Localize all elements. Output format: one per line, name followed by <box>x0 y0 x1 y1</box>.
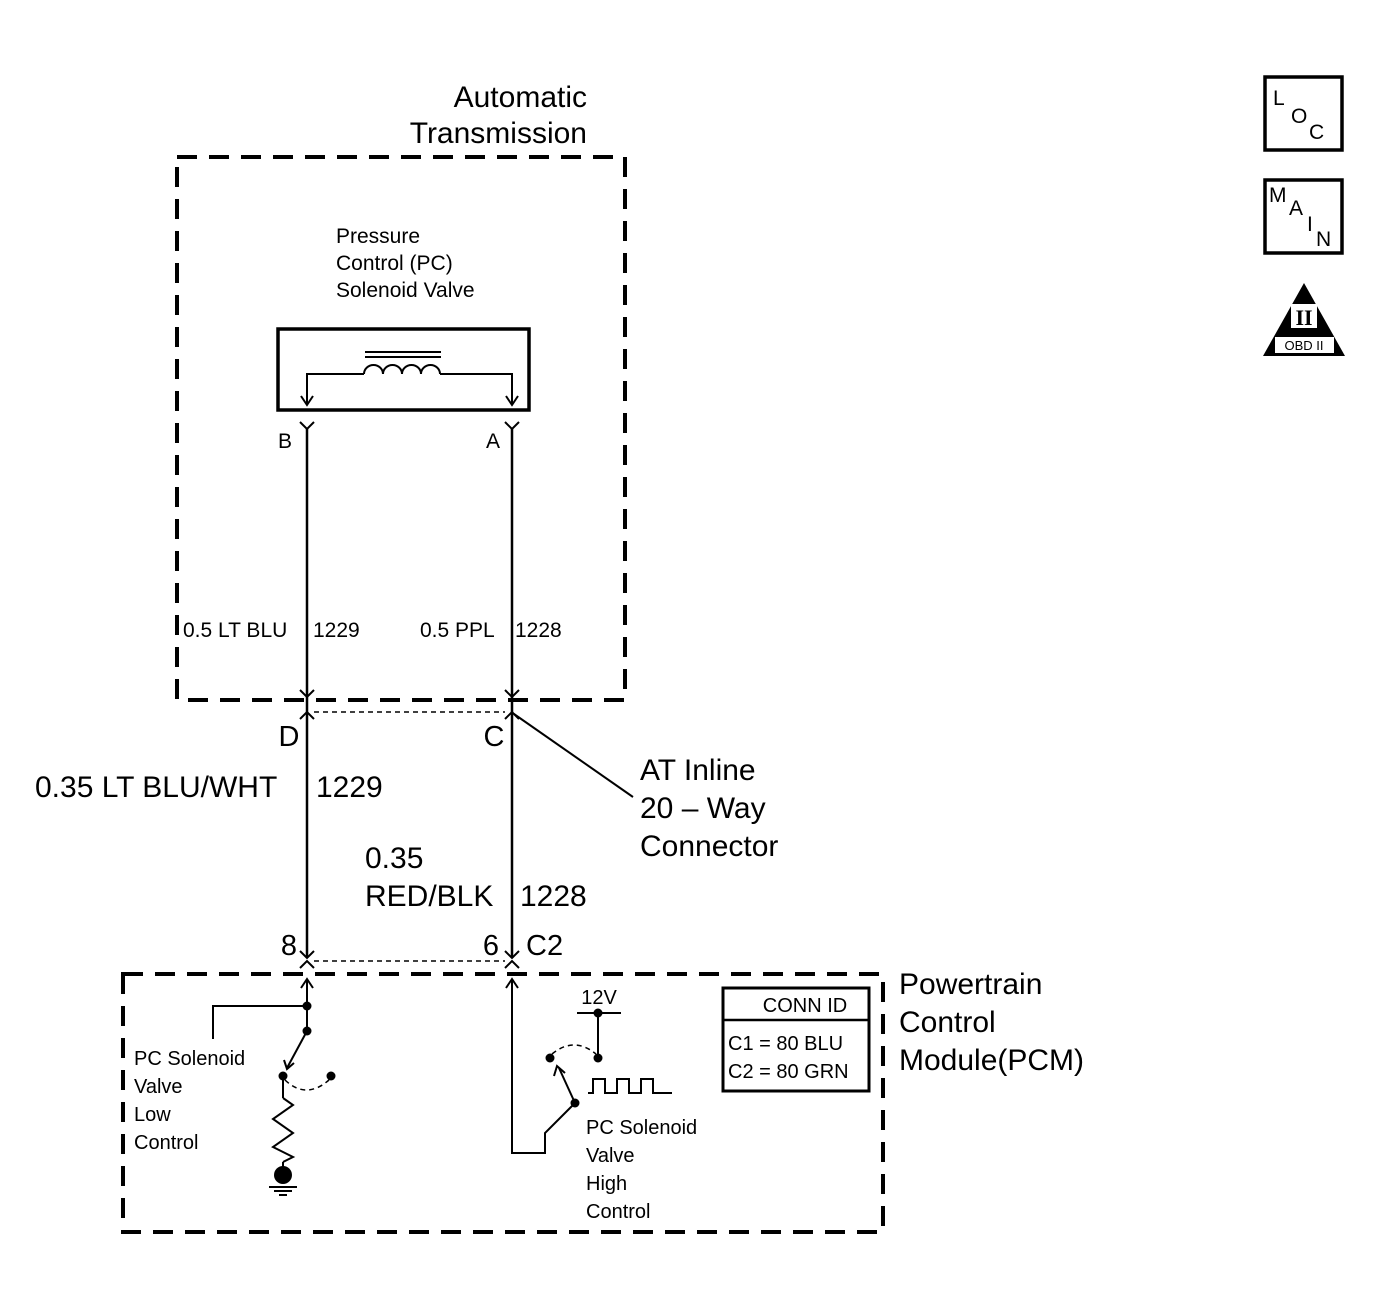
pcm: Powertrain Control Module(PCM) PC Soleno… <box>121 968 1084 1234</box>
wire-1228-external-label-line1: 0.35 <box>365 842 423 875</box>
wire-1229-internal-circuit: 1229 <box>313 619 360 642</box>
high-label-line2: Valve <box>586 1145 635 1167</box>
obd-label: OBD II <box>1284 338 1323 353</box>
solenoid-label-line1: Pressure <box>336 225 420 248</box>
low-switch-dashed-arc <box>284 1079 330 1091</box>
low-label-line1: PC Solenoid <box>134 1048 245 1070</box>
pc-solenoid-valve: Pressure Control (PC) Solenoid Valve B A <box>276 225 531 453</box>
connector-pin-c: C <box>484 721 505 753</box>
high-switch-dashed-arc <box>551 1044 597 1055</box>
pcm-title-line2: Control <box>899 1006 996 1039</box>
solenoid-arrow-b-icon <box>300 395 314 407</box>
loc-letter-l: L <box>1273 87 1285 110</box>
ground-dot-icon <box>274 1166 292 1184</box>
low-feedback-line <box>212 1005 307 1039</box>
obd-ii-badge[interactable]: II OBD II <box>1263 283 1345 356</box>
terminal-a-icon <box>504 421 520 431</box>
pcm-pin-6-female-icon <box>504 950 520 960</box>
obd-numeral-box <box>1291 304 1317 328</box>
pcm-title-line3: Module(PCM) <box>899 1044 1084 1077</box>
obd-numeral: II <box>1295 305 1312 330</box>
solenoid-label-line3: Solenoid Valve <box>336 279 475 302</box>
solenoid-coil-icon <box>306 364 513 404</box>
pcm-pin-8-male-icon <box>299 959 315 969</box>
solenoid-pin-a: A <box>486 430 500 453</box>
connector-pin-d: D <box>279 721 300 753</box>
solenoid-label-line2: Control (PC) <box>336 252 453 275</box>
connector-label-line1: AT Inline <box>640 754 756 787</box>
high-wire-path <box>511 979 576 1154</box>
wire-1228-external-label-line2: RED/BLK <box>365 880 493 913</box>
main-letter-i: I <box>1307 213 1313 236</box>
connector-leader-line <box>513 713 634 798</box>
main-letter-n: N <box>1316 228 1331 251</box>
loc-letter-o: O <box>1291 105 1307 128</box>
low-control-driver: PC Solenoid Valve Low Control <box>134 977 336 1196</box>
external-wire-labels: 0.35 LT BLU/WHT 1229 0.35 RED/BLK 1228 <box>35 771 587 913</box>
pcm-connector-c2: 8 6 C2 <box>281 930 563 969</box>
wire-1228-arrow-icon <box>504 689 520 699</box>
pwm-square-wave-icon <box>588 1078 672 1094</box>
transmission-boundary <box>175 155 627 702</box>
automatic-transmission: Automatic Transmission <box>175 81 627 702</box>
low-switch-alt-dot <box>326 1071 336 1081</box>
loc-badge[interactable]: L O C <box>1263 75 1344 152</box>
high-switch-arrow-icon <box>553 1064 566 1077</box>
conn-id-row-c1: C1 = 80 BLU <box>728 1033 843 1055</box>
solenoid-arrow-a-icon <box>505 395 519 407</box>
resistor-icon <box>271 1097 296 1163</box>
pcm-pin-6-male-icon <box>504 959 520 969</box>
wire-1228-internal-label: 0.5 PPL <box>420 619 495 642</box>
wire-1229-arrow-icon <box>299 689 315 699</box>
conn-id-table: CONN ID C1 = 80 BLU C2 = 80 GRN <box>721 986 871 1093</box>
loc-badge-border <box>1263 75 1344 152</box>
high-control-driver: 12V PC Solenoid Valve High Control <box>505 977 697 1223</box>
transmission-title-line2: Transmission <box>410 117 587 150</box>
wires: 0.5 LT BLU 1229 0.5 PPL 1228 <box>183 429 562 958</box>
pcm-pin-8-female-icon <box>299 950 315 960</box>
solenoid-pin-b: B <box>278 430 292 453</box>
main-letter-m: M <box>1269 184 1287 207</box>
high-label-line4: Control <box>586 1201 650 1223</box>
high-switch-arm <box>558 1067 576 1104</box>
transmission-title-line1: Automatic <box>454 81 587 114</box>
conn-id-header: CONN ID <box>763 995 847 1017</box>
supply-junction-dot <box>593 1008 603 1018</box>
main-badge[interactable]: M A I N <box>1263 178 1344 255</box>
connector-d-male-icon <box>299 710 315 720</box>
obd-label-box <box>1275 337 1334 353</box>
pcm-connector-c2-label: C2 <box>526 930 563 962</box>
connector-label-line3: Connector <box>640 830 778 863</box>
pcm-pin-6: 6 <box>483 930 499 962</box>
wire-1228-internal-circuit: 1228 <box>515 619 562 642</box>
high-switch-contact-dot <box>545 1053 555 1063</box>
wire-1229-internal-label: 0.5 LT BLU <box>183 619 287 642</box>
main-badge-border <box>1263 178 1344 255</box>
pcm-boundary <box>121 972 885 1234</box>
wire-1228-external-circuit: 1228 <box>520 880 587 913</box>
pcm-title-line1: Powertrain <box>899 968 1042 1001</box>
wire-1229-external-circuit: 1229 <box>316 771 383 804</box>
low-label-line2: Valve <box>134 1076 183 1098</box>
at-inline-connector: D C AT Inline 20 – Way Connector <box>279 710 778 863</box>
low-switch-arrow-icon <box>283 1059 295 1071</box>
high-label-line3: High <box>586 1173 627 1195</box>
terminal-b-icon <box>299 421 315 431</box>
low-label-line3: Low <box>134 1104 171 1126</box>
high-label-line1: PC Solenoid <box>586 1117 697 1139</box>
conn-id-row-c2: C2 = 80 GRN <box>728 1061 849 1083</box>
supply-voltage-label: 12V <box>581 987 617 1009</box>
pcm-pin-8: 8 <box>281 930 297 962</box>
wire-1229-external-label: 0.35 LT BLU/WHT <box>35 771 277 804</box>
loc-letter-c: C <box>1309 121 1324 144</box>
low-label-line4: Control <box>134 1132 198 1154</box>
connector-label-line2: 20 – Way <box>640 792 766 825</box>
main-letter-a: A <box>1289 197 1303 220</box>
conn-id-border <box>721 986 871 1093</box>
low-switch-arm <box>286 1030 308 1069</box>
